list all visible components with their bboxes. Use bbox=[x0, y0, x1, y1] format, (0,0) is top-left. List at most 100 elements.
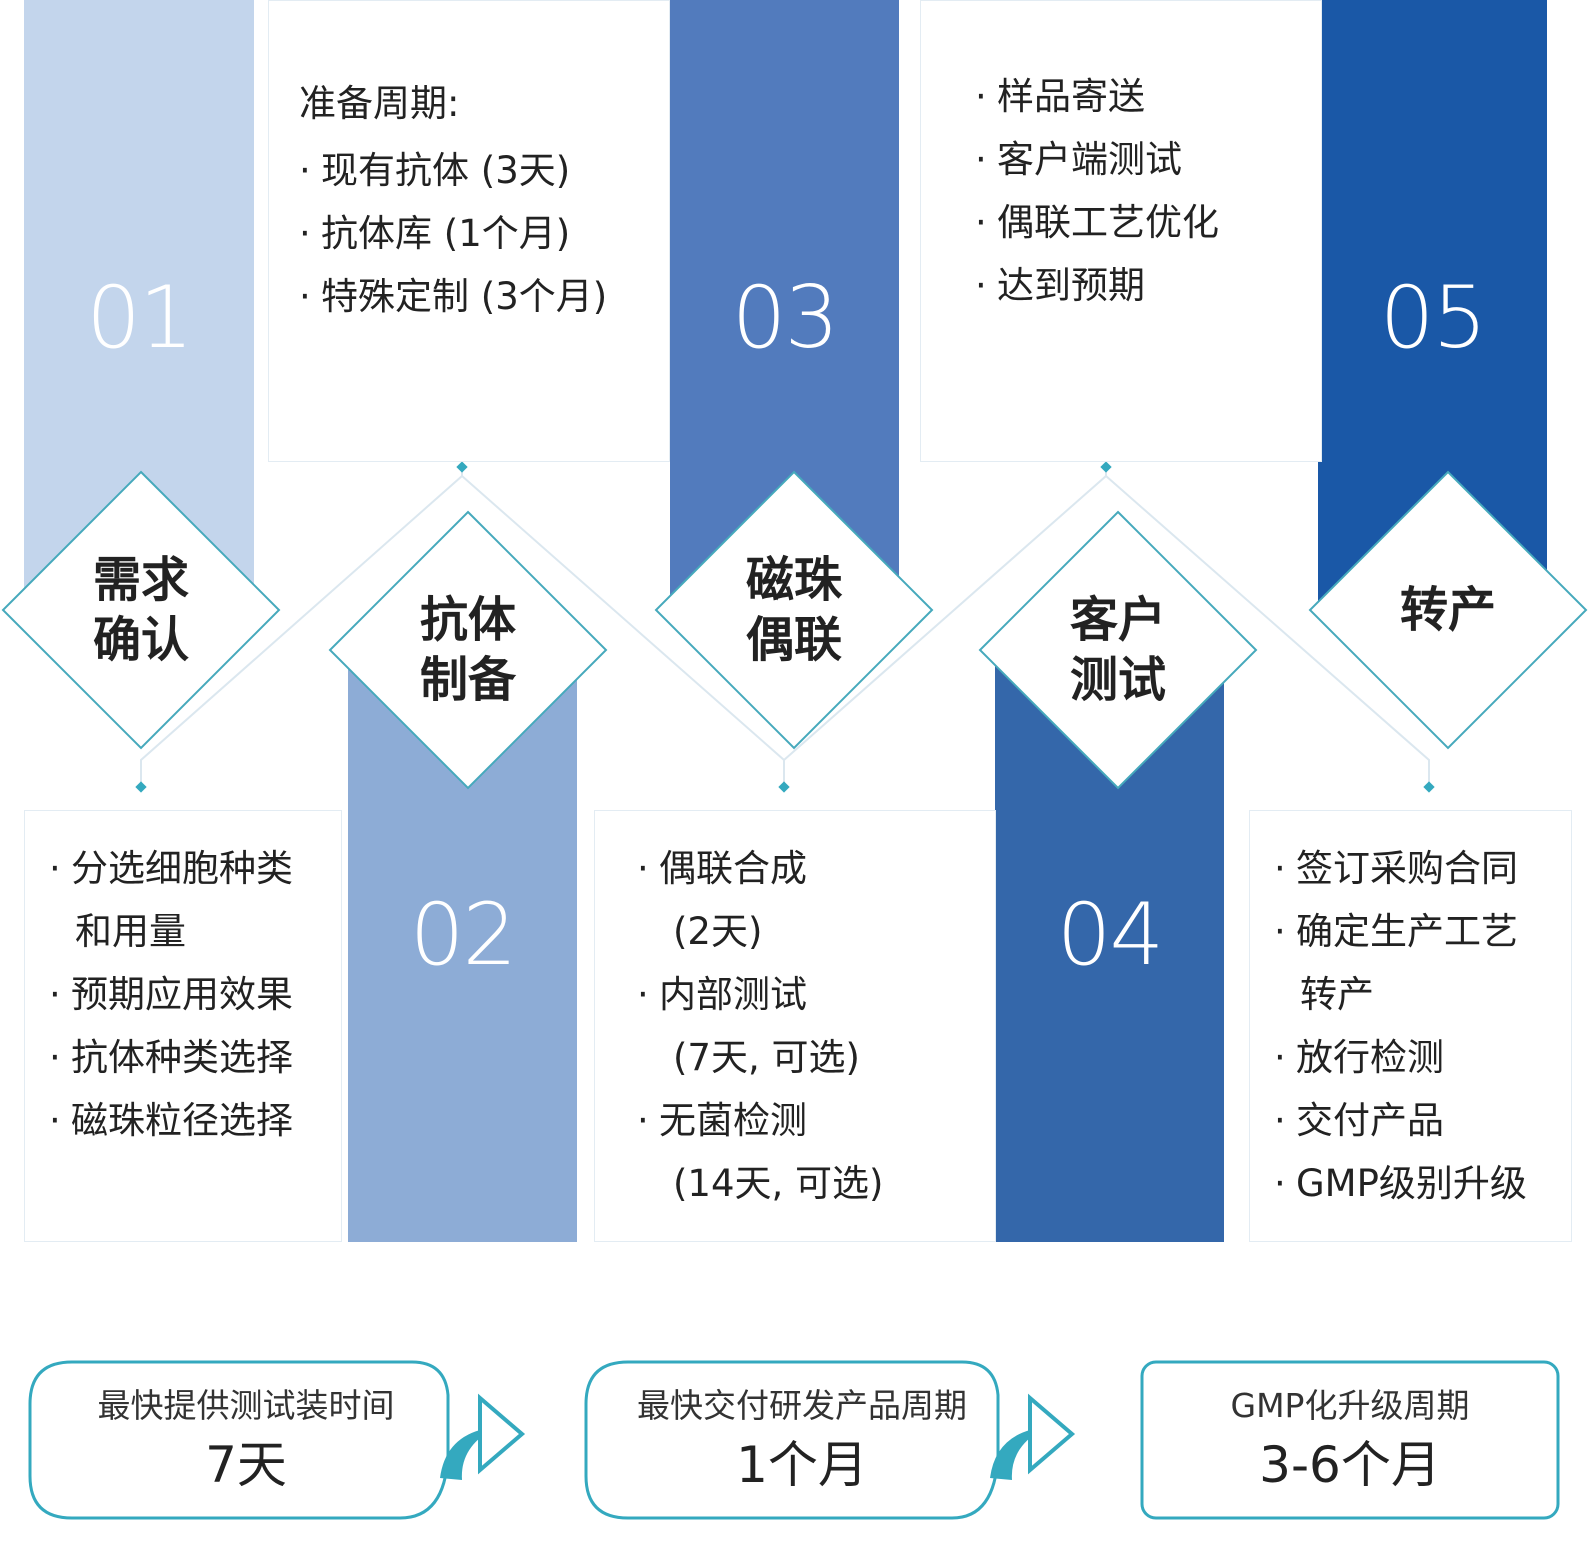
list-item-text: GMP级别升级 bbox=[1296, 1162, 1527, 1205]
bullet-icon: · bbox=[1274, 1099, 1286, 1142]
bullet-icon: · bbox=[1274, 1036, 1286, 1079]
summary-box-2: 最快交付研发产品周期 1个月 bbox=[586, 1386, 1018, 1496]
list-item: ·分选细胞种类和用量 bbox=[49, 837, 341, 963]
bullet-icon: · bbox=[49, 973, 61, 1016]
step3-list: ·偶联合成(2天)·内部测试(7天, 可选)·无菌检测(14天, 可选) bbox=[637, 837, 995, 1215]
connector-dot bbox=[456, 461, 468, 473]
step4-diamond: 客户 测试 bbox=[978, 510, 1258, 790]
step1-number: 01 bbox=[86, 268, 193, 368]
list-item: ·偶联工艺优化 bbox=[975, 191, 1321, 254]
list-item-continuation: 转产 bbox=[1300, 973, 1374, 1016]
bullet-icon: · bbox=[1274, 1162, 1286, 1205]
step2-column: 02 bbox=[348, 640, 577, 1242]
step1-list: ·分选细胞种类和用量·预期应用效果·抗体种类选择·磁珠粒径选择 bbox=[49, 837, 341, 1152]
bullet-icon: · bbox=[637, 1099, 649, 1142]
list-item: ·GMP级别升级 bbox=[1274, 1152, 1571, 1215]
list-item-text: 无菌检测 bbox=[659, 1099, 807, 1142]
summary-box-1: 最快提供测试装时间 7天 bbox=[30, 1386, 462, 1496]
arrow-icon bbox=[440, 1393, 526, 1480]
bullet-icon: · bbox=[975, 138, 987, 181]
list-item: ·无菌检测 (14天, 可选) bbox=[637, 1089, 995, 1215]
step5-column: 05 bbox=[1318, 0, 1547, 610]
bullet-icon: · bbox=[637, 973, 649, 1016]
list-item-text: 交付产品 bbox=[1296, 1099, 1444, 1142]
bullet-icon: · bbox=[975, 201, 987, 244]
list-item-text: 签订采购合同 bbox=[1296, 847, 1518, 890]
connector-dot bbox=[1423, 781, 1435, 793]
list-item: ·现有抗体 (3天) bbox=[299, 139, 669, 202]
summary-label-2: 最快交付研发产品周期 bbox=[637, 1386, 967, 1425]
connector-dot bbox=[1100, 461, 1112, 473]
list-item: ·内部测试 (7天, 可选) bbox=[637, 963, 995, 1089]
step4-card: ·样品寄送·客户端测试·偶联工艺优化·达到预期 bbox=[920, 0, 1322, 462]
list-item: ·预期应用效果 bbox=[49, 963, 341, 1026]
list-item: ·样品寄送 bbox=[975, 65, 1321, 128]
list-item-text: 抗体种类选择 bbox=[71, 1036, 293, 1079]
list-item-text: 预期应用效果 bbox=[71, 973, 293, 1016]
summary-value-2: 1个月 bbox=[736, 1436, 868, 1494]
list-item-text: 达到预期 bbox=[997, 264, 1145, 307]
bullet-icon: · bbox=[299, 275, 311, 318]
summary-value-3: 3-6个月 bbox=[1259, 1436, 1441, 1494]
step2-title: 抗体 制备 bbox=[419, 592, 516, 708]
list-item-text: 内部测试 bbox=[659, 973, 807, 1016]
step5-card: ·签订采购合同·确定生产工艺转产·放行检测·交付产品·GMP级别升级 bbox=[1249, 810, 1572, 1242]
bullet-icon: · bbox=[299, 212, 311, 255]
step4-number: 04 bbox=[1056, 885, 1164, 985]
step2-card-title: 准备周期: bbox=[299, 82, 460, 125]
list-item: ·放行检测 bbox=[1274, 1026, 1571, 1089]
step2-card: 准备周期: ·现有抗体 (3天)·抗体库 (1个月)·特殊定制 (3个月) bbox=[268, 0, 670, 462]
summary-box-3: GMP化升级周期 3-6个月 bbox=[1142, 1386, 1558, 1496]
list-item-continuation: (2天) bbox=[673, 910, 763, 953]
list-item-continuation: (7天, 可选) bbox=[673, 1036, 860, 1079]
list-item: ·确定生产工艺转产 bbox=[1274, 900, 1571, 1026]
bullet-icon: · bbox=[1274, 910, 1286, 953]
bullet-icon: · bbox=[49, 847, 61, 890]
list-item: ·签订采购合同 bbox=[1274, 837, 1571, 900]
list-item: ·抗体库 (1个月) bbox=[299, 202, 669, 265]
list-item: ·交付产品 bbox=[1274, 1089, 1571, 1152]
step4-column: 04 bbox=[995, 640, 1224, 1242]
summary-box-3-frame bbox=[1140, 1360, 1560, 1520]
list-item-text: 分选细胞种类 bbox=[71, 847, 293, 890]
step2-number: 02 bbox=[409, 885, 517, 985]
list-item-text: 样品寄送 bbox=[997, 75, 1145, 118]
list-item-text: 偶联合成 bbox=[659, 847, 807, 890]
step4-list: ·样品寄送·客户端测试·偶联工艺优化·达到预期 bbox=[975, 65, 1321, 317]
step5-number: 05 bbox=[1379, 268, 1487, 368]
list-item: ·抗体种类选择 bbox=[49, 1026, 341, 1089]
list-item: ·达到预期 bbox=[975, 254, 1321, 317]
bullet-icon: · bbox=[975, 264, 987, 307]
summary-box-1-frame bbox=[28, 1360, 450, 1520]
step5-title: 转产 bbox=[1399, 582, 1496, 638]
list-item-text: 确定生产工艺 bbox=[1296, 910, 1518, 953]
bullet-icon: · bbox=[1274, 847, 1286, 890]
step5-diamond: 转产 bbox=[1308, 470, 1588, 750]
bullet-icon: · bbox=[637, 847, 649, 890]
summary-value-1: 7天 bbox=[205, 1436, 287, 1494]
step1-diamond: 需求 确认 bbox=[1, 470, 281, 750]
summary-box-2-frame bbox=[584, 1360, 1000, 1520]
bullet-icon: · bbox=[975, 75, 987, 118]
step2-list: ·现有抗体 (3天)·抗体库 (1个月)·特殊定制 (3个月) bbox=[299, 139, 669, 328]
step5-list: ·签订采购合同·确定生产工艺转产·放行检测·交付产品·GMP级别升级 bbox=[1274, 837, 1571, 1215]
list-item-text: 特殊定制 (3个月) bbox=[321, 275, 608, 318]
step1-title: 需求 确认 bbox=[92, 552, 189, 668]
bullet-icon: · bbox=[49, 1099, 61, 1142]
list-item: ·磁珠粒径选择 bbox=[49, 1089, 341, 1152]
list-item-continuation: 和用量 bbox=[75, 910, 186, 953]
connector-dot bbox=[778, 781, 790, 793]
list-item: ·客户端测试 bbox=[975, 128, 1321, 191]
list-item-continuation: (14天, 可选) bbox=[673, 1162, 884, 1205]
step4-title: 客户 测试 bbox=[1069, 592, 1166, 708]
connector-dot bbox=[135, 781, 147, 793]
bullet-icon: · bbox=[49, 1036, 61, 1079]
list-item-text: 偶联工艺优化 bbox=[997, 201, 1219, 244]
summary-label-1: 最快提供测试装时间 bbox=[97, 1386, 395, 1425]
list-item-text: 抗体库 (1个月) bbox=[321, 212, 571, 255]
list-item: ·偶联合成 (2天) bbox=[637, 837, 995, 963]
step1-card: ·分选细胞种类和用量·预期应用效果·抗体种类选择·磁珠粒径选择 bbox=[24, 810, 342, 1242]
list-item-text: 磁珠粒径选择 bbox=[71, 1099, 293, 1142]
